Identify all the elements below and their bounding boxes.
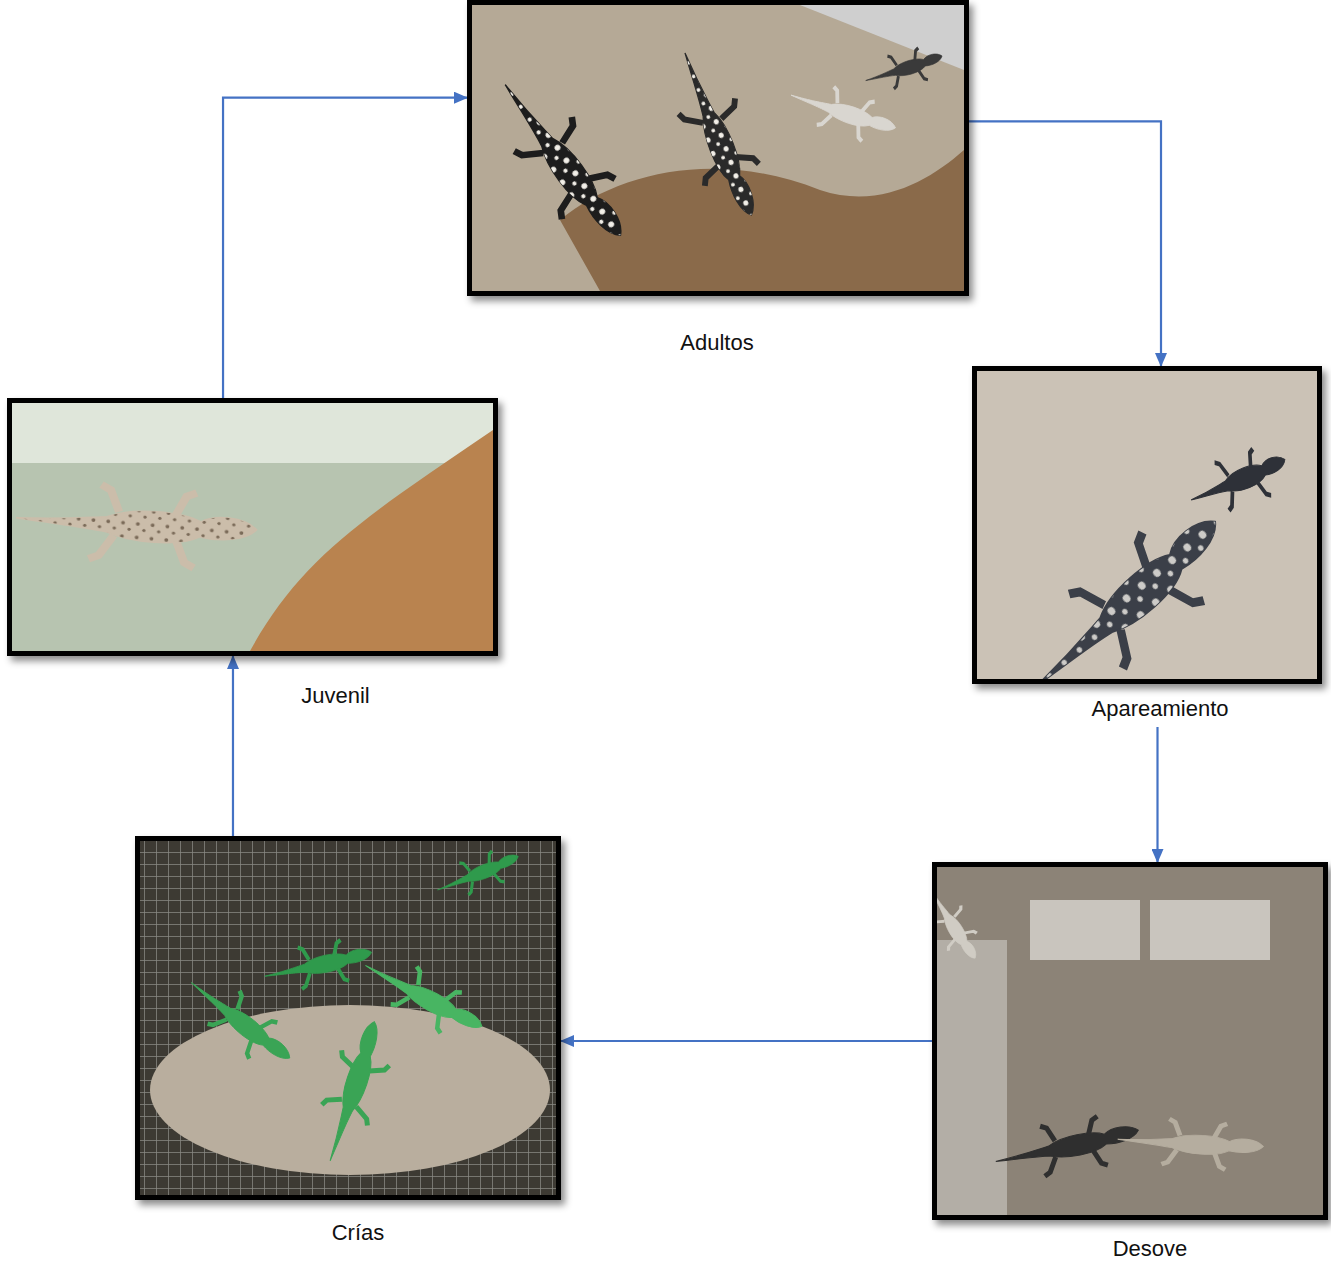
iguana [431,843,525,904]
iguana [1182,440,1295,522]
stage-caption: Adultos [680,330,753,355]
stage-label: Adultos [680,330,753,355]
iguana [480,64,643,258]
iguana [784,74,901,151]
iguana [660,42,775,227]
iguana-pattern [480,64,643,258]
iguana [1006,492,1249,679]
stage-caption: Juvenil [301,683,369,708]
iguana [305,1015,402,1169]
iguana [178,964,303,1079]
cycle-arrow [223,98,467,398]
iguana [1116,1115,1265,1173]
iguana-pattern [660,42,775,227]
adults-photo [472,5,964,291]
stage-caption: Desove [1113,1236,1188,1261]
stage-label: Desove [1113,1236,1188,1261]
branch [250,430,493,651]
rock [150,1005,550,1175]
cycle-arrow [969,121,1161,366]
sand-ground [937,867,1323,1215]
stage-label: Juvenil [301,683,369,708]
block [1150,900,1270,960]
stage-caption: Crías [332,1220,385,1245]
background [12,403,493,463]
block [1030,900,1140,960]
photo-frame: Adultos [467,0,969,296]
sand-ground [472,5,964,291]
photo-frame: Crías [135,836,561,1200]
background [12,403,493,651]
iguana [261,935,376,995]
mesh-ground [140,841,556,1195]
iguana [13,477,260,573]
photo-frame: Apareamiento [972,366,1322,684]
photo-frame: Juvenil [7,398,498,656]
hatchlings-photo [140,841,556,1195]
iguana-pattern [1006,492,1249,679]
laying-photo [937,867,1323,1215]
wall [937,940,1007,1215]
stage-caption: Apareamiento [1092,696,1229,721]
sand-ground [977,371,1317,679]
juvenile-photo [12,403,493,651]
iguana [991,1110,1143,1185]
stage-label: Crías [332,1220,385,1245]
photo-frame: Desove [932,862,1328,1220]
mating-photo [977,371,1317,679]
cycle-arrow [561,1040,932,1042]
driftwood [560,150,964,291]
iguana [937,882,987,968]
stage-label: Apareamiento [1092,696,1229,721]
iguana-pattern [13,477,260,573]
cycle-arrow [1156,727,1158,862]
iguana [861,42,947,95]
cycle-arrow [232,656,234,836]
